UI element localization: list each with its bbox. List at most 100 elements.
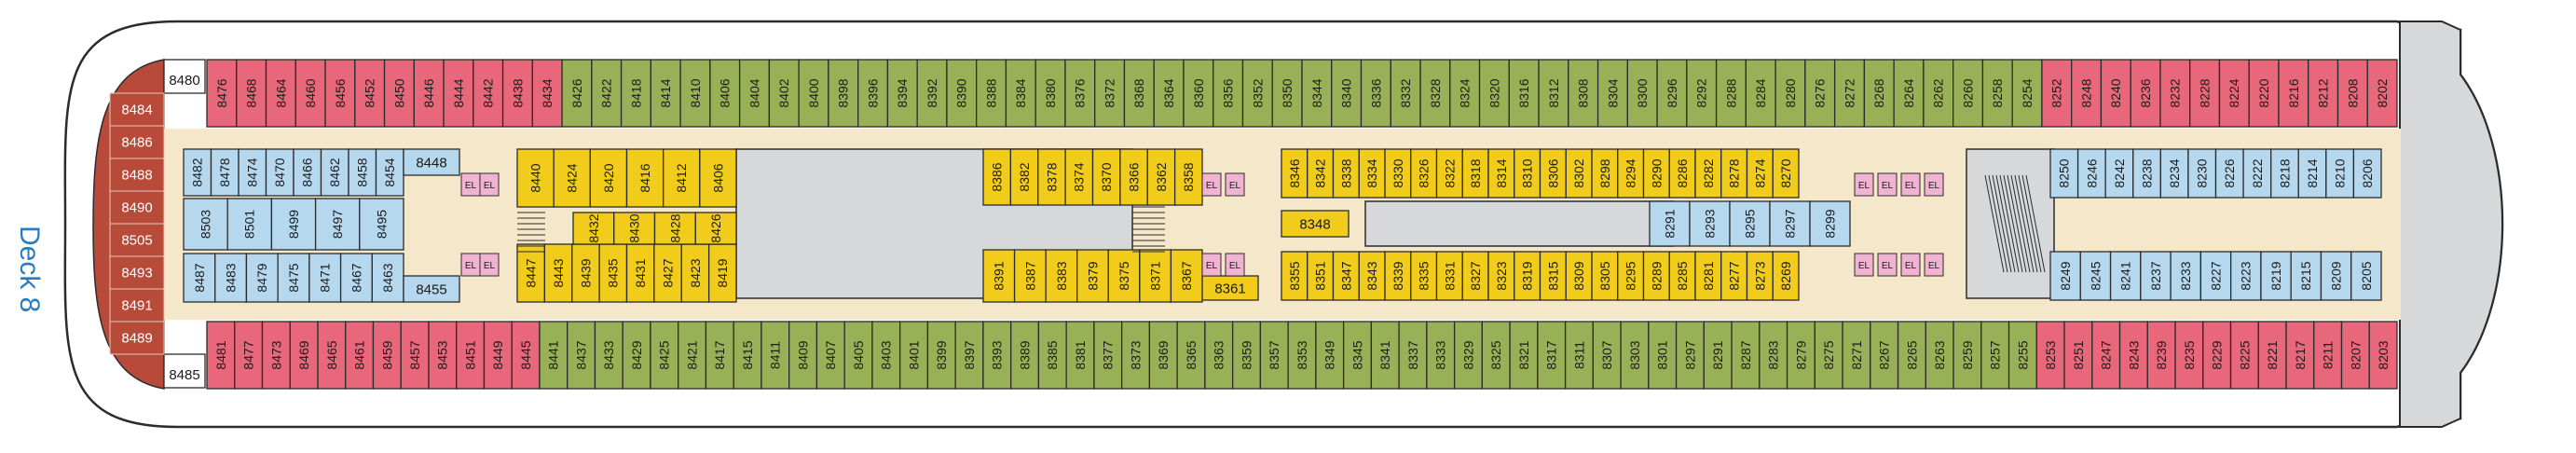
cabin-box (1893, 59, 1925, 128)
inner-cabin: 8475 (277, 253, 310, 303)
cabin-box (1120, 321, 1151, 390)
inner-cabin: 8327 (1461, 251, 1489, 301)
cabin-box (109, 321, 165, 355)
elevator: EL (1924, 172, 1944, 197)
cabin-box (403, 148, 460, 176)
outer-cabin-bottom: 8275 (1814, 321, 1843, 390)
cabin-box (2170, 251, 2202, 301)
inner-cabin: 8282 (1694, 148, 1722, 199)
cabin-number: 8474 (245, 158, 260, 186)
cabin-box (2118, 321, 2148, 390)
outer-cabin-bottom: 8217 (2285, 321, 2315, 390)
cabin-box (1814, 321, 1843, 390)
cabin-number: 8223 (2239, 261, 2254, 290)
cabin-number: 8440 (528, 163, 542, 192)
outer-cabin-top: 8410 (679, 59, 711, 128)
cabin-number: 8406 (718, 78, 733, 107)
cabin-box (109, 190, 165, 225)
cabin-number: 8245 (2088, 261, 2103, 290)
outer-cabin-top: 8426 (561, 59, 593, 128)
outer-cabin-top: 8328 (1419, 59, 1451, 128)
cabin-number: 8499 (286, 210, 301, 239)
cabin-number: 8299 (1822, 209, 1837, 238)
bow-cabin: 8489 (109, 321, 165, 355)
elevator-label: EL (1229, 181, 1241, 191)
cabin-number: 8433 (601, 340, 616, 369)
cabin-number: 8327 (1468, 261, 1483, 290)
cabin-number: 8275 (1821, 340, 1836, 369)
cabin-box (2278, 59, 2309, 128)
outer-cabin-bottom: 8303 (1620, 321, 1650, 390)
cabin-number: 8493 (121, 266, 152, 281)
cabin-number: 8346 (1287, 158, 1302, 187)
cabin-number: 8426 (708, 213, 723, 242)
inner-cabin: 8289 (1642, 251, 1670, 301)
outer-cabin-top: 8390 (946, 59, 978, 128)
cabin-number: 8202 (2375, 78, 2390, 107)
cabin-number: 8351 (1313, 261, 1328, 290)
elevator-label: EL (1206, 261, 1218, 271)
cabin-box (1648, 321, 1678, 390)
cabin-box (443, 59, 474, 128)
cabin-number: 8497 (330, 210, 345, 239)
elevator: EL (1877, 253, 1898, 277)
inner-cabin: 8440 (516, 148, 555, 208)
cabin-number: 8282 (1701, 158, 1716, 187)
elevator-label: EL (1928, 261, 1940, 271)
inner-cabin: 8428 (653, 212, 696, 245)
inner-cabin: 8326 (1410, 148, 1438, 199)
inner-cabin: 8458 (348, 148, 377, 197)
cabin-number: 8258 (1990, 78, 2005, 107)
inner-cabin: 8454 (375, 148, 404, 197)
outer-cabin-bottom: 8207 (2340, 321, 2370, 390)
cabin-number: 8341 (1377, 340, 1392, 369)
cabin-box (705, 321, 734, 390)
cabin-box (653, 212, 696, 245)
outer-cabin-bottom: 8259 (1953, 321, 1982, 390)
elevator-box (479, 253, 500, 277)
cabin-number: 8477 (241, 340, 256, 369)
outer-cabin-bottom: 8265 (1897, 321, 1926, 390)
cabin-number: 8393 (990, 340, 1005, 369)
cabin-box (1694, 251, 1722, 301)
inner-cabin: 8274 (1746, 148, 1774, 199)
elevator-label: EL (1905, 181, 1917, 191)
cabin-box (1981, 59, 2013, 128)
bow-cabin: 8484 (109, 92, 165, 127)
outer-cabin-bottom: 8357 (1259, 321, 1289, 390)
cabin-box (1461, 251, 1489, 301)
cabin-number: 8287 (1738, 340, 1753, 369)
cabin-number: 8466 (300, 158, 315, 186)
cabin-box (2174, 321, 2204, 390)
cabin-number: 8400 (806, 78, 821, 107)
outer-cabin-bottom: 8437 (567, 321, 596, 390)
cabin-box (1093, 321, 1123, 390)
cabin-number: 8384 (1013, 78, 1028, 107)
cabin-number: 8220 (2256, 78, 2271, 107)
elevator: EL (1225, 253, 1245, 277)
inner-cabin: 8497 (314, 198, 361, 251)
cabin-number: 8399 (934, 340, 949, 369)
cabin-number: 8291 (1710, 340, 1725, 369)
cabin-box (1746, 251, 1774, 301)
cabin-number: 8385 (1045, 340, 1060, 369)
cabin-box (183, 148, 212, 197)
cabin-number: 8343 (1364, 261, 1379, 290)
outer-cabin-bottom: 8425 (650, 321, 679, 390)
cabin-box (400, 321, 430, 390)
cabin-box (2248, 59, 2280, 128)
cabin-number: 8390 (954, 78, 969, 107)
cabin-number: 8253 (2043, 340, 2058, 369)
outer-cabin-bottom: 8267 (1870, 321, 1899, 390)
outer-cabin-bottom: 8353 (1287, 321, 1317, 390)
cabin-box (1398, 321, 1428, 390)
cabin-number: 8468 (244, 78, 259, 107)
cabin-number: 8484 (121, 103, 152, 118)
outer-cabin-bottom: 8253 (2035, 321, 2065, 390)
elevator-label: EL (484, 261, 496, 271)
cabin-number: 8456 (333, 78, 348, 107)
cabin-number: 8291 (1662, 209, 1677, 238)
outer-cabin-bottom: 8251 (2063, 321, 2093, 390)
inner-cabin: 8210 (2325, 148, 2355, 199)
